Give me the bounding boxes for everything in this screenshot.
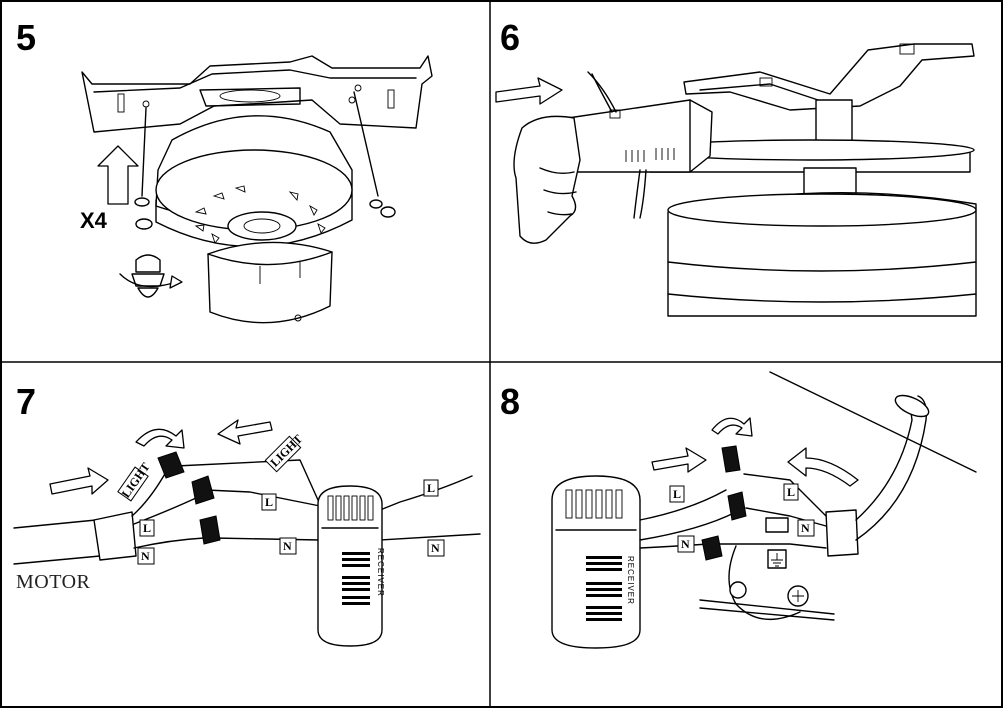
step-number-7: 7 xyxy=(16,381,36,422)
svg-text:L: L xyxy=(427,481,435,495)
svg-text:N: N xyxy=(141,549,150,563)
wire-tag: L xyxy=(783,483,799,501)
panel-step-7: 7 MOTOR LIGHT xyxy=(13,381,481,647)
curved-arrow-icon xyxy=(787,447,859,487)
wire-tag: L xyxy=(423,479,439,497)
right-arrow-icon xyxy=(49,467,109,495)
wire-tag: LIGHT xyxy=(264,432,305,473)
ground-screw xyxy=(729,581,747,599)
wire-tag: N xyxy=(279,537,297,555)
motor-cable xyxy=(13,511,137,565)
receiver-unit: RECEIVER xyxy=(551,475,641,649)
wire-bundle xyxy=(587,71,647,219)
wire-tag: LIGHT xyxy=(117,460,153,502)
step-number-8: 8 xyxy=(500,381,520,422)
twist-arrow-icon xyxy=(711,417,753,437)
right-arrow-icon xyxy=(651,447,707,473)
up-arrow-icon xyxy=(97,145,139,205)
motor-label: MOTOR xyxy=(16,571,91,593)
svg-text:N: N xyxy=(801,521,810,535)
connector-block xyxy=(765,517,789,533)
wire-nut xyxy=(721,445,741,473)
mounting-bracket xyxy=(683,43,975,111)
wire-nut xyxy=(157,451,185,479)
switch-housing-cup xyxy=(207,241,333,324)
motor-housing xyxy=(155,115,353,248)
wire-tag: N xyxy=(137,547,155,565)
finial-knob xyxy=(119,254,177,298)
wire-nut xyxy=(727,491,747,521)
wire-tag: L xyxy=(139,519,155,537)
panel-step-5: 5 xyxy=(16,17,433,324)
svg-text:N: N xyxy=(431,541,440,555)
step-number-5: 5 xyxy=(16,17,36,58)
receiver-box xyxy=(567,99,713,173)
wire-nut xyxy=(701,535,723,561)
panel-step-8: 8 RECEIVER xyxy=(500,371,977,649)
panel-step-6: 6 xyxy=(495,17,977,317)
left-arrow-icon xyxy=(217,419,273,445)
svg-text:L: L xyxy=(143,521,151,535)
wire-nut xyxy=(191,475,215,505)
svg-text:LIGHT: LIGHT xyxy=(267,432,305,470)
wire-tag: N xyxy=(427,539,445,557)
receiver-unit: RECEIVER xyxy=(317,485,385,647)
receiver-label: RECEIVER xyxy=(626,556,635,605)
step-number-6: 6 xyxy=(500,17,520,58)
quantity-label: X4 xyxy=(80,208,108,233)
svg-text:N: N xyxy=(681,537,690,551)
rotate-arrow-icon xyxy=(169,275,183,289)
motor-housing xyxy=(645,99,977,317)
screw-left xyxy=(134,107,153,230)
twist-arrow-icon xyxy=(135,428,185,449)
svg-text:L: L xyxy=(265,495,273,509)
mounting-bracket xyxy=(81,55,433,133)
receiver-label: RECEIVER xyxy=(376,548,385,597)
screw-right xyxy=(353,91,396,218)
wire-tag: N xyxy=(677,535,695,553)
svg-text:L: L xyxy=(787,485,795,499)
wire-tag: N xyxy=(797,519,815,537)
wire-tag: L xyxy=(669,485,685,503)
wire-tag: L xyxy=(261,493,277,511)
right-arrow-icon xyxy=(495,77,563,105)
wire-harness xyxy=(639,394,930,621)
wire-harness xyxy=(131,459,481,549)
ceiling-edge xyxy=(769,371,977,473)
svg-text:N: N xyxy=(283,539,292,553)
svg-text:L: L xyxy=(673,487,681,501)
wire-nut xyxy=(199,515,221,545)
hand-illustration xyxy=(513,115,581,244)
